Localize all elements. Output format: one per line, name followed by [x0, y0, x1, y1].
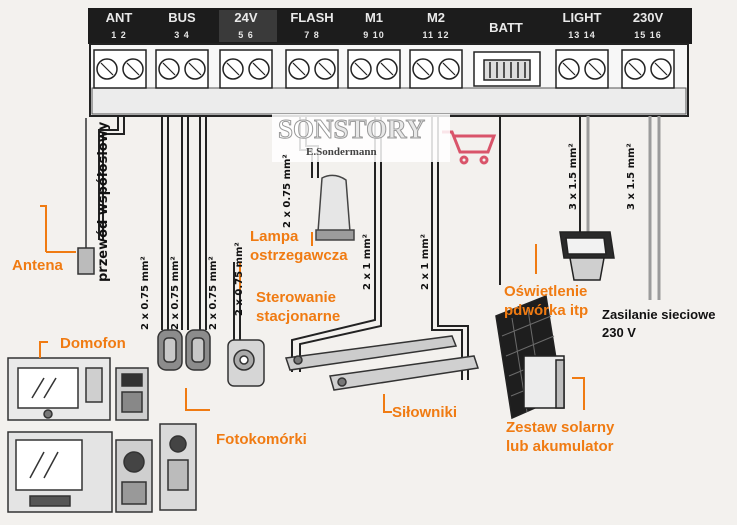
terminal-m2-numbers: 11 12	[422, 30, 450, 40]
battery-connector	[473, 51, 541, 87]
terminal-ant-label: ANT	[105, 10, 133, 25]
callout-zestaw: Zestaw solarny lub akumulator	[506, 419, 615, 455]
floodlight-device	[559, 231, 615, 281]
screw-terminals	[93, 49, 675, 89]
antenna-device	[77, 118, 95, 275]
terminal-flash-numbers: 7 8	[304, 30, 320, 40]
terminal-m1-label: M1	[364, 10, 384, 25]
callout-fotokomorki: Fotokomórki	[216, 431, 307, 448]
terminal-m2-label: M2	[426, 10, 446, 25]
callout-lines	[39, 205, 585, 413]
keypad-device	[227, 339, 265, 387]
power-supply-label: Zasilanie sieciowe 230 V	[602, 307, 716, 340]
cable-mains-label: 3 x 1.5 mm²	[626, 143, 637, 210]
cable-m2-label: 2 x 1 mm²	[420, 233, 431, 290]
cable-bus1-label: 2 x 0.75 mm²	[140, 256, 151, 330]
logo-brand-story: STORY	[333, 114, 426, 145]
callout-antena: Antena	[12, 257, 63, 274]
cable-bus2-label: 2 x 0.75 mm²	[170, 256, 181, 330]
terminal-light-numbers: 13 14	[568, 30, 596, 40]
logo-watermark: SONSTORY	[272, 114, 450, 162]
photocell-devices	[157, 329, 211, 371]
callout-lampa: Lampa ostrzegawcza	[250, 228, 348, 264]
terminal-bus-label: BUS	[168, 10, 196, 25]
terminal-batt-label: BATT	[489, 20, 523, 35]
cable-m1-label: 2 x 1 mm²	[362, 233, 373, 290]
flash-lamp-device	[315, 174, 355, 241]
terminal-ant-numbers: 1 2	[111, 30, 127, 40]
cart-icon	[442, 130, 497, 165]
cable-flash-label: 2 x 0.75 mm²	[282, 154, 293, 228]
callout-domofon: Domofon	[60, 335, 126, 352]
callout-silowniki: Siłowniki	[392, 404, 458, 421]
terminal-block-base	[91, 87, 687, 115]
callout-oswietlenie: Oświetlenie pdwórka itp	[504, 283, 589, 319]
grey-wires	[586, 116, 661, 300]
terminal-header-strip	[88, 8, 692, 44]
terminal-light-label: LIGHT	[562, 10, 602, 25]
cable-keypad-label: 2 x 0.75 mm²	[234, 242, 245, 316]
actuator-devices	[285, 335, 479, 391]
intercom-devices	[7, 357, 197, 513]
terminal-24v-highlight	[219, 10, 277, 42]
callout-sterowanie: Sterowanie stacjonarne	[256, 289, 341, 325]
terminal-24v-label: 24V	[234, 10, 258, 25]
screw-slots	[100, 62, 668, 76]
terminal-24v-numbers: 5 6	[238, 30, 254, 40]
cable-coax-label: przewód współosiowy	[96, 121, 111, 282]
logo-subtitle: E.Sondermann	[306, 146, 377, 158]
cable-light-label: 3 x 1.5 mm²	[568, 143, 579, 210]
cable-bus3-label: 2 x 0.75 mm²	[208, 256, 219, 330]
terminal-230v-label: 230V	[632, 10, 664, 25]
terminal-bus-numbers: 3 4	[174, 30, 190, 40]
terminal-flash-label: FLASH	[290, 10, 334, 25]
logo-brand-son: SON	[278, 114, 335, 145]
terminal-230v-numbers: 15 16	[634, 30, 662, 40]
terminal-m1-numbers: 9 10	[363, 30, 385, 40]
solar-kit-device	[495, 294, 565, 420]
